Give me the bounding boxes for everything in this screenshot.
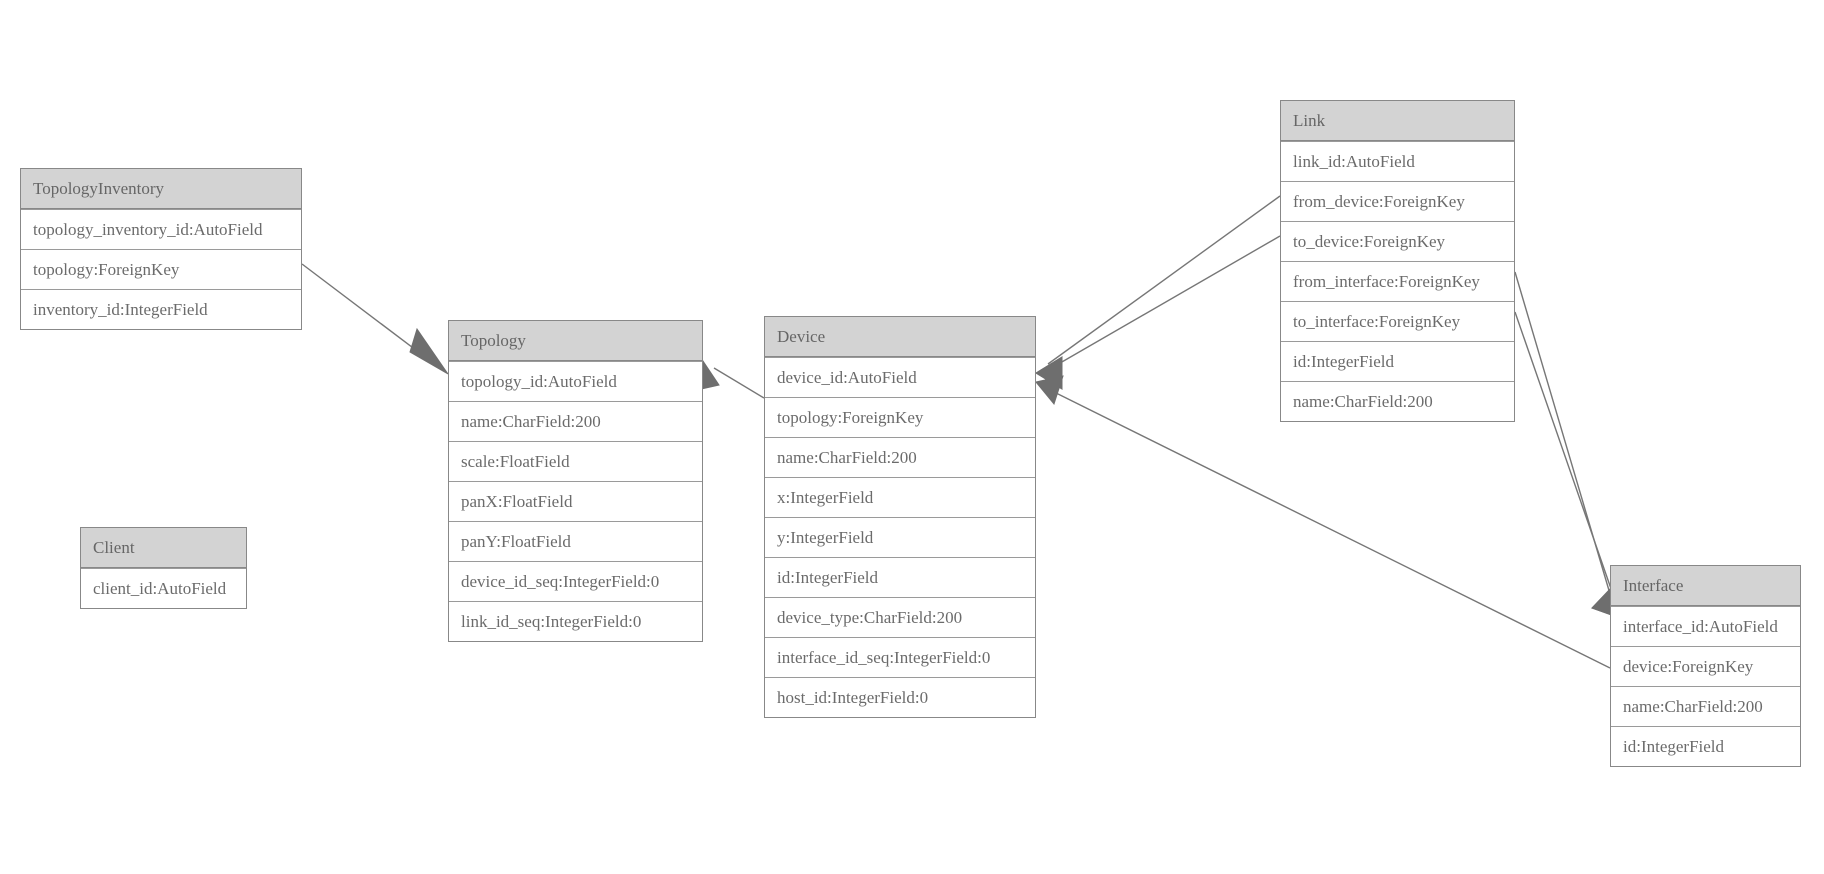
- entity-field-row: scale:FloatField: [449, 441, 702, 481]
- relation-line: [1047, 195, 1281, 365]
- entity-field-row: id:IntegerField: [765, 557, 1035, 597]
- entity-field-row: inventory_id:IntegerField: [21, 289, 301, 329]
- entity-field-row: from_interface:ForeignKey: [1281, 261, 1514, 301]
- relation-arrowhead-icon: [1035, 356, 1063, 390]
- relation-arrowhead-icon: [1035, 375, 1064, 406]
- entity-field-row: id:IntegerField: [1611, 726, 1800, 766]
- relation-arrowhead-icon: [1035, 356, 1063, 390]
- entity-field-row: topology_id:AutoField: [449, 361, 702, 401]
- relation-line: [1049, 389, 1611, 669]
- relation-link-from_device: [1035, 195, 1281, 390]
- entity-field-row: y:IntegerField: [765, 517, 1035, 557]
- entity-field-row: panX:FloatField: [449, 481, 702, 521]
- entity-field-row: device_type:CharField:200: [765, 597, 1035, 637]
- relation-line: [1047, 235, 1281, 371]
- relation-link-to_device: [1035, 235, 1281, 390]
- relation-line: [713, 367, 765, 399]
- entity-field-row: name:CharField:200: [1281, 381, 1514, 421]
- entity-field-row: to_interface:ForeignKey: [1281, 301, 1514, 341]
- entity-title-link: Link: [1281, 101, 1514, 141]
- entity-field-row: to_device:ForeignKey: [1281, 221, 1514, 261]
- entity-title-device: Device: [765, 317, 1035, 357]
- entity-field-row: topology:ForeignKey: [21, 249, 301, 289]
- entity-field-row: from_device:ForeignKey: [1281, 181, 1514, 221]
- relation-line: [1514, 271, 1614, 605]
- relation-link-from_interface: [1514, 271, 1621, 619]
- entity-field-row: name:CharField:200: [449, 401, 702, 441]
- entity-field-row: client_id:AutoField: [81, 568, 246, 608]
- entity-title-topology_inventory: TopologyInventory: [21, 169, 301, 209]
- entity-field-row: x:IntegerField: [765, 477, 1035, 517]
- relation-device-topology: [696, 359, 765, 399]
- relation-line: [301, 263, 438, 367]
- entity-field-row: interface_id_seq:IntegerField:0: [765, 637, 1035, 677]
- entity-title-interface: Interface: [1611, 566, 1800, 606]
- entity-field-row: host_id:IntegerField:0: [765, 677, 1035, 717]
- entity-field-row: link_id:AutoField: [1281, 141, 1514, 181]
- entity-title-topology: Topology: [449, 321, 702, 361]
- entity-field-row: device_id_seq:IntegerField:0: [449, 561, 702, 601]
- entity-field-row: name:CharField:200: [1611, 686, 1800, 726]
- relation-topologyinventory-topology: [301, 263, 449, 375]
- entity-field-row: topology:ForeignKey: [765, 397, 1035, 437]
- relation-link-to_interface: [1514, 311, 1621, 619]
- entity-field-row: panY:FloatField: [449, 521, 702, 561]
- entity-field-row: interface_id:AutoField: [1611, 606, 1800, 646]
- entity-field-row: id:IntegerField: [1281, 341, 1514, 381]
- entity-field-row: topology_inventory_id:AutoField: [21, 209, 301, 249]
- entity-title-client: Client: [81, 528, 246, 568]
- entity-field-row: device_id:AutoField: [765, 357, 1035, 397]
- relation-line: [1514, 311, 1618, 607]
- relation-arrowhead-icon: [409, 327, 449, 375]
- entity-field-row: link_id_seq:IntegerField:0: [449, 601, 702, 641]
- entity-field-row: device:ForeignKey: [1611, 646, 1800, 686]
- entity-field-row: name:CharField:200: [765, 437, 1035, 477]
